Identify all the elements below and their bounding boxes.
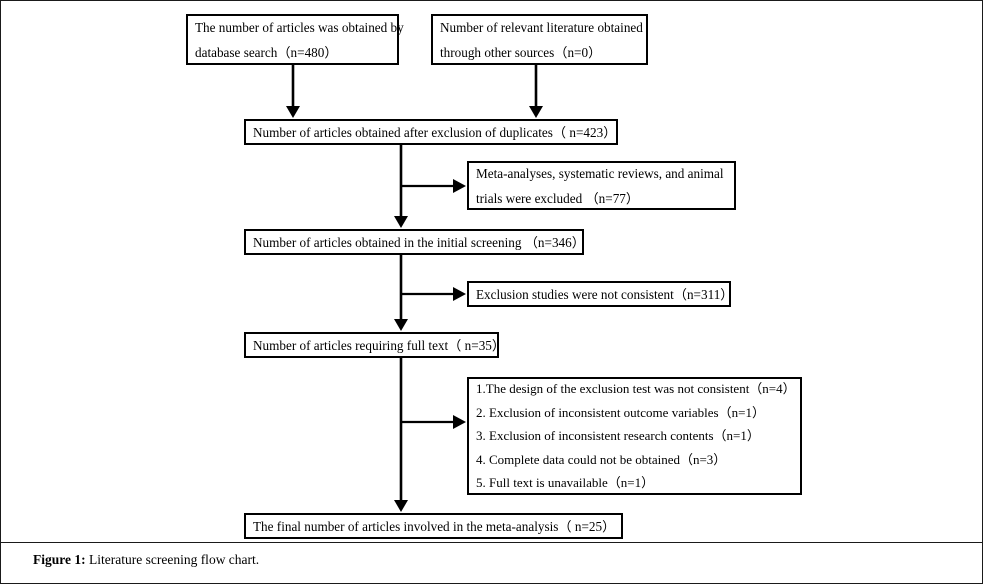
node-line: database search（n=480） — [195, 44, 338, 60]
edge-duplicates-to-excluded-meta — [401, 179, 466, 193]
edge-search-to-duplicates — [286, 65, 300, 118]
figure-caption: Figure 1: Literature screening flow char… — [33, 552, 259, 568]
node-final-included-studies: The final number of articles involved in… — [244, 513, 623, 539]
figure-caption-text: Literature screening flow chart. — [85, 552, 260, 567]
figure-caption-label: Figure 1: — [33, 552, 86, 567]
node-full-text-exclusion-reasons: 1.The design of the exclusion test was n… — [467, 377, 802, 495]
node-database-search: The number of articles was obtained by d… — [186, 14, 404, 65]
caption-divider — [1, 542, 982, 543]
node-excluded-meta-analyses: Meta-analyses, systematic reviews, and a… — [467, 161, 736, 210]
node-line: 2. Exclusion of inconsistent outcome var… — [476, 404, 765, 420]
node-full-text-assessed: Number of articles requiring full text（ … — [244, 332, 506, 358]
edge-duplicates-to-initial — [394, 145, 408, 228]
node-line: 1.The design of the exclusion test was n… — [476, 381, 796, 397]
node-line: 4. Complete data could not be obtained（n… — [476, 451, 727, 467]
node-line: Meta-analyses, systematic reviews, and a… — [476, 165, 724, 181]
node-excluded-not-consistent: Exclusion studies were not consistent（n=… — [467, 281, 734, 307]
node-line: Number of relevant literature obtained — [440, 19, 643, 35]
node-other-sources: Number of relevant literature obtained t… — [431, 14, 648, 65]
node-line: Number of articles obtained in the initi… — [253, 234, 585, 250]
node-line: 5. Full text is unavailable（n=1） — [476, 475, 655, 491]
node-line: The final number of articles involved in… — [253, 518, 616, 534]
node-line: through other sources（n=0） — [440, 44, 602, 60]
node-after-duplicates-removed: Number of articles obtained after exclus… — [244, 119, 618, 145]
node-line: trials were excluded （n=77） — [476, 190, 640, 206]
node-line: Number of articles obtained after exclus… — [253, 124, 617, 140]
node-line: 3. Exclusion of inconsistent research co… — [476, 428, 760, 444]
edge-initial-to-fulltext — [394, 255, 408, 331]
edge-other-sources-to-duplicates — [529, 65, 543, 118]
node-line: Number of articles requiring full text（ … — [253, 337, 506, 353]
node-initial-screening: Number of articles obtained in the initi… — [244, 229, 585, 255]
edge-fulltext-to-final — [394, 358, 408, 512]
node-line: The number of articles was obtained by — [195, 19, 404, 35]
node-line: Exclusion studies were not consistent（n=… — [476, 286, 734, 302]
edge-fulltext-to-exclusions — [401, 415, 466, 429]
edge-initial-to-not-consistent — [401, 287, 466, 301]
